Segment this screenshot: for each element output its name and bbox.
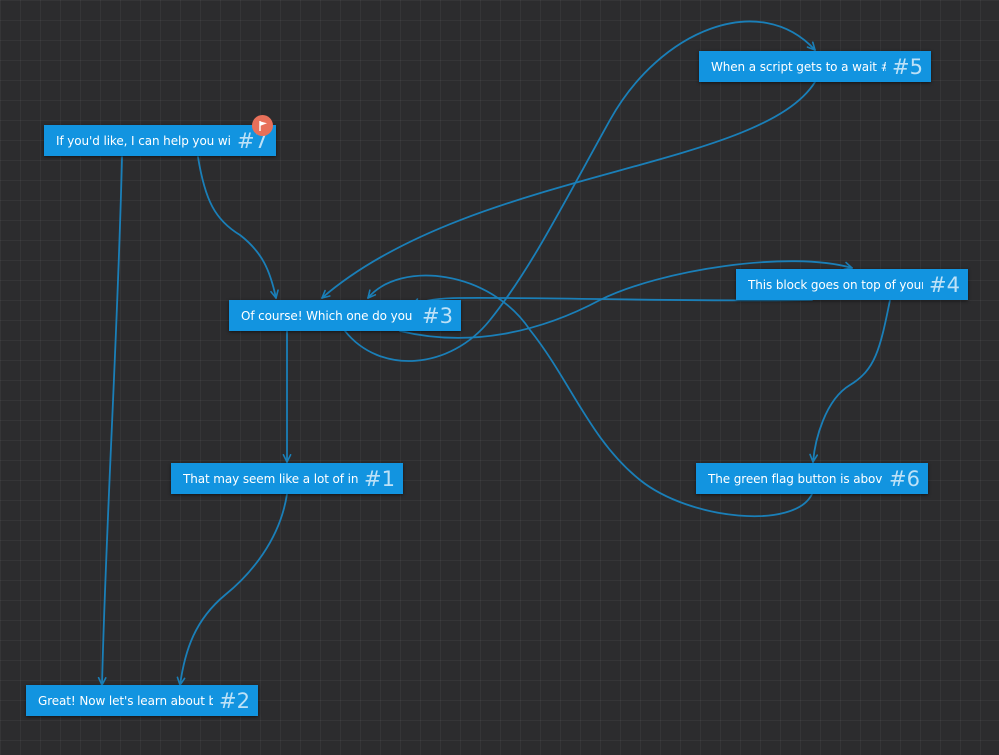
node-5-text: When a script gets to a wait # Se...	[711, 59, 886, 74]
dialogue-node-4[interactable]: This block goes on top of your s... #4	[736, 269, 968, 300]
flag-icon	[252, 115, 273, 136]
node-2-text: Great! Now let's learn about bloc...	[38, 693, 214, 708]
node-1-text: That may seem like a lot of infor...	[183, 471, 359, 486]
node-5-id: #5	[892, 54, 923, 79]
edge-1-to-2	[176, 493, 288, 686]
dialogue-node-5[interactable]: When a script gets to a wait # Se... #5	[699, 51, 931, 82]
node-2-id: #2	[219, 688, 250, 713]
edge-4-to-6	[809, 299, 891, 463]
edge-7-to-2	[97, 156, 123, 686]
dialogue-node-2[interactable]: Great! Now let's learn about bloc... #2	[26, 685, 258, 716]
dialogue-node-3[interactable]: Of course! Which one do you wa... #3	[229, 300, 461, 331]
node-6-id: #6	[889, 466, 920, 491]
node-4-id: #4	[929, 272, 960, 297]
node-3-text: Of course! Which one do you wa...	[241, 308, 416, 323]
node-1-id: #1	[364, 466, 395, 491]
node-6-text: The green flag button is above t...	[708, 471, 883, 486]
dialogue-node-7[interactable]: If you'd like, I can help you with ... #…	[44, 115, 276, 156]
node-7-text: If you'd like, I can help you with ...	[56, 133, 231, 148]
dialogue-node-6[interactable]: The green flag button is above t... #6	[696, 463, 928, 494]
edge-5-to-3	[321, 81, 816, 299]
node-3-id: #3	[422, 303, 453, 328]
dialogue-node-1[interactable]: That may seem like a lot of infor... #1	[171, 463, 403, 494]
edge-7-to-3	[197, 156, 279, 299]
node-4-text: This block goes on top of your s...	[748, 277, 923, 292]
